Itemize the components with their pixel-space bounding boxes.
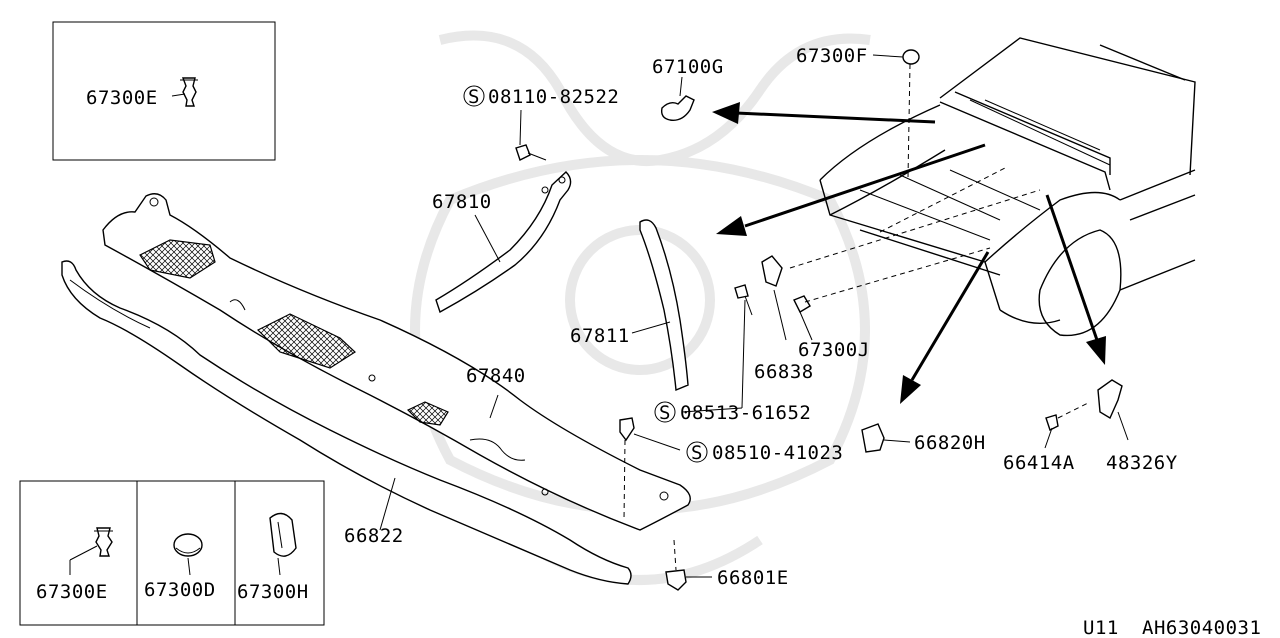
clip-67300E-icon — [69, 527, 113, 575]
screw-66414A-icon — [1045, 401, 1091, 431]
label-08510: S 08510-41023 — [686, 441, 843, 464]
screw-symbol: S — [468, 86, 480, 108]
plug-67300D-icon — [173, 533, 203, 576]
bracket-67811 — [639, 219, 689, 392]
label-67300E-top: 67300E — [86, 87, 158, 109]
label-08110-82522: 08110-82522 — [488, 86, 619, 108]
label-67100G: 67100G — [652, 56, 724, 78]
model-code: U11 — [1083, 617, 1119, 638]
stopper-66820H-icon — [861, 423, 885, 453]
label-08513-61652: 08513-61652 — [680, 402, 811, 424]
screw-symbol: S — [659, 402, 671, 424]
inset-box-top: 67300E — [52, 21, 276, 161]
label-08510-41023: 08510-41023 — [712, 442, 843, 464]
bracket-48326Y-icon — [1097, 379, 1123, 420]
label-08110: S 08110-82522 — [463, 85, 619, 108]
diagram-code: AH63040031 — [1142, 617, 1261, 638]
screw-symbol: S — [691, 442, 703, 464]
label-67840: 67840 — [466, 365, 526, 387]
label-66820H: 66820H — [914, 432, 986, 454]
label-67300H: 67300H — [237, 581, 309, 603]
label-66838: 66838 — [754, 361, 814, 383]
label-08513: S 08513-61652 — [654, 401, 811, 424]
footer: U11 AH63040031 — [1083, 617, 1261, 638]
leader-lines — [379, 54, 1129, 578]
pointer-arrows — [712, 102, 1106, 404]
label-67300D: 67300D — [144, 579, 216, 601]
bracket-66838-icon — [761, 255, 783, 287]
grommet-67300F-icon — [902, 49, 920, 179]
label-66414A: 66414A — [1003, 452, 1075, 474]
label-67300J: 67300J — [798, 339, 870, 361]
bracket-67810 — [435, 171, 572, 314]
pad-67300H-icon — [269, 512, 297, 576]
part-labels: 67100G 67300F S 08110-82522 67810 67811 … — [344, 45, 1178, 589]
clip-67300J-icon — [793, 295, 811, 313]
label-48326Y: 48326Y — [1106, 452, 1178, 474]
cowl-top-panel — [102, 193, 691, 531]
label-67810: 67810 — [432, 191, 492, 213]
bolt-08110-icon — [515, 144, 547, 161]
label-67300F: 67300F — [796, 45, 868, 67]
screw-08513-icon — [734, 284, 753, 316]
clip-67100G-icon — [660, 95, 695, 121]
vehicle-outline — [789, 37, 1196, 337]
clip-67300E-top-icon — [171, 77, 198, 107]
label-67811: 67811 — [570, 325, 630, 347]
label-66822: 66822 — [344, 525, 404, 547]
label-66801E: 66801E — [717, 567, 789, 589]
lower-cowl-panel — [61, 260, 632, 585]
bolt-08510-icon — [619, 417, 635, 521]
grommet-66801E-icon — [665, 539, 687, 591]
label-67300E-inset: 67300E — [36, 581, 108, 603]
inset-box-bottom: 67300E 67300D 67300H — [19, 480, 325, 626]
